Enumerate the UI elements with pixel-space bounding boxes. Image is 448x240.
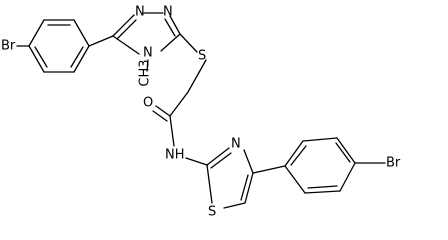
atom-n-triazole-methyl: N bbox=[143, 46, 153, 61]
atom-s-thioether: S bbox=[198, 49, 206, 64]
atom-s-thiazole: S bbox=[208, 205, 216, 220]
atom-n-triazole-top2: N bbox=[163, 5, 173, 20]
triazole-ring bbox=[112, 12, 181, 55]
atom-nh-amide: NH bbox=[165, 148, 185, 163]
bond-thiazole-phenyl bbox=[252, 165, 286, 174]
bond-n-methyl bbox=[146, 59, 149, 72]
atom-br-left: Br bbox=[1, 39, 16, 54]
atom-o-carbonyl: O bbox=[143, 96, 153, 111]
bond-s-ch2 bbox=[187, 59, 207, 93]
atom-n-triazole-top: N bbox=[135, 5, 145, 20]
thiazole-ring bbox=[206, 147, 254, 209]
bromophenyl-ring-right bbox=[284, 137, 356, 194]
atom-br-right: Br bbox=[386, 156, 401, 171]
atom-methyl: CH3 bbox=[138, 59, 153, 86]
bromophenyl-ring-left bbox=[28, 19, 90, 73]
bond-ch2-carbonyl bbox=[169, 91, 189, 117]
bond-carbonyl-nh bbox=[169, 115, 175, 147]
atom-n-thiazole: N bbox=[231, 137, 241, 152]
bond-phenyl-triazole bbox=[88, 35, 114, 47]
bond-triazole-s bbox=[179, 33, 198, 53]
chemical-structure: Br N N N CH3 S O NH N S Br bbox=[1, 5, 401, 220]
bond-nh-thiazole bbox=[185, 157, 208, 166]
bond-carbonyl-o bbox=[155, 105, 171, 117]
